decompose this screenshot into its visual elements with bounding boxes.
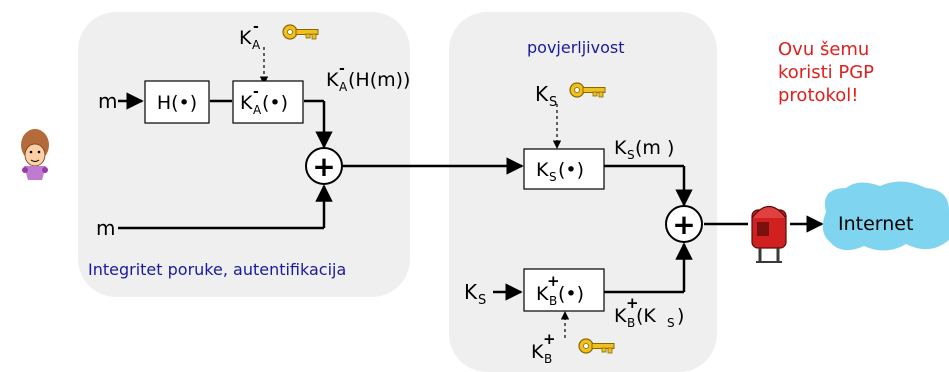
svg-text:(•): (•) [558, 283, 584, 305]
cloud-label: Internet [838, 213, 913, 235]
svg-text:S: S [549, 95, 557, 110]
svg-text:A: A [252, 38, 261, 52]
svg-text:K: K [614, 137, 627, 159]
svg-text:K: K [531, 341, 544, 363]
session-key-box [523, 148, 605, 190]
svg-text:S: S [627, 148, 635, 162]
plus-symbol-2: + [672, 208, 695, 241]
session-key-box-label: K S (•) [536, 159, 584, 184]
encrypted-key-label: K B + (K S ) [614, 294, 684, 330]
svg-text:K: K [536, 283, 549, 305]
svg-text:A: A [253, 103, 262, 117]
svg-text:-: - [339, 61, 345, 77]
svg-text:(K: (K [636, 305, 656, 327]
svg-text:K: K [240, 92, 253, 114]
svg-text:(•): (•) [262, 92, 288, 114]
svg-text:S: S [549, 170, 557, 184]
svg-text:K: K [326, 69, 339, 91]
plus-symbol-1: + [312, 150, 335, 183]
svg-text:B: B [544, 352, 552, 366]
svg-text:-: - [253, 19, 259, 35]
input-m-top: m [98, 89, 117, 113]
svg-text:+: + [547, 272, 560, 290]
svg-text:+: + [543, 330, 556, 348]
encrypted-message-label: K S (m ) [614, 137, 674, 162]
confidentiality-caption: povjerljivost [527, 38, 624, 57]
svg-text:B: B [549, 294, 557, 308]
private-key-box-label: K A - (•) [240, 84, 288, 117]
integrity-panel [78, 12, 410, 297]
svg-text:K: K [614, 305, 627, 327]
svg-text:(H(m)): (H(m)) [348, 69, 410, 91]
combine-circle-1 [305, 147, 343, 185]
note-line-1: Ovu šemu [778, 39, 869, 60]
svg-text:K: K [535, 82, 549, 106]
svg-text:K: K [464, 280, 478, 304]
note-line-3: protokol! [778, 85, 859, 106]
hash-box [144, 80, 210, 124]
public-key-box-label: K B + (•) [536, 272, 584, 308]
cloud-icon [822, 181, 949, 251]
integrity-caption: Integritet poruke, autentifikacija [88, 260, 346, 279]
svg-text:K: K [239, 27, 252, 49]
private-key-label: K A - [239, 19, 261, 52]
note-line-2: koristi PGP [778, 62, 874, 83]
svg-text:A: A [339, 80, 348, 94]
signed-hash-label: K A - (H(m)) [326, 61, 410, 94]
public-key-label: K B + [531, 330, 556, 366]
svg-text:+: + [626, 294, 639, 312]
private-key-box [232, 80, 304, 124]
svg-text:(m ): (m ) [635, 137, 674, 159]
session-key-label: K S [535, 82, 557, 110]
svg-text:B: B [627, 316, 635, 330]
combine-circle-2 [665, 205, 703, 243]
svg-text:S: S [478, 293, 486, 308]
confidentiality-panel [449, 12, 717, 372]
public-key-box [523, 268, 605, 312]
mailbox-icon [751, 205, 787, 263]
hash-box-label: H(•) [157, 92, 197, 114]
svg-text:-: - [253, 84, 259, 100]
svg-text:K: K [536, 159, 549, 181]
svg-text:S: S [667, 316, 675, 330]
input-session-key: K S [464, 280, 486, 308]
svg-text:): ) [677, 305, 684, 327]
person-icon [21, 129, 49, 180]
input-m-bottom: m [96, 216, 115, 240]
svg-text:(•): (•) [558, 159, 584, 181]
